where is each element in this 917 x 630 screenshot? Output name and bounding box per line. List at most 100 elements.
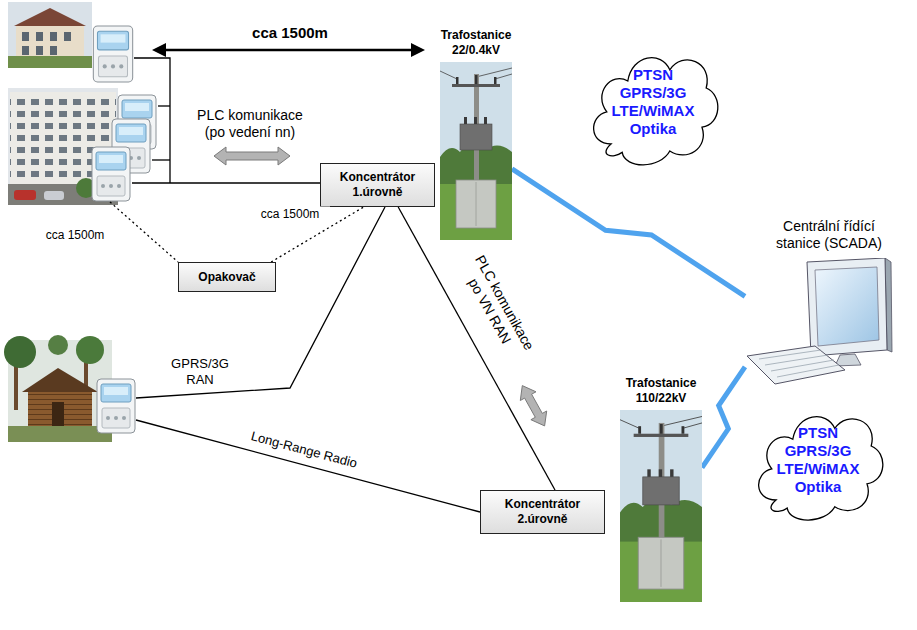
cabin-photo-part: [4, 336, 36, 368]
data-flow-arrow: [520, 386, 546, 426]
concentrator-box: Koncentrátor 2.úrovně: [480, 490, 605, 534]
box-content: Opakovač: [198, 270, 255, 285]
substation-photo: [620, 410, 702, 602]
computer-drawing-part: [807, 258, 887, 356]
dimension-arrow-part: [411, 43, 425, 57]
repeater-box: Opakovač: [178, 262, 276, 292]
wireless-link: [512, 169, 745, 297]
substation-photo-part: [475, 75, 478, 84]
villa-photo-part: [36, 32, 43, 41]
substation-photo-part: [661, 539, 662, 586]
dimension-arrow: [152, 43, 425, 57]
box-content: Koncentrátor 1.úrovně: [332, 170, 423, 200]
substation-photo-part: [476, 182, 477, 226]
substation-photo-part: [634, 434, 689, 437]
substation-photo-part: [484, 117, 487, 124]
electricity-meters-part: [97, 379, 135, 433]
dimension-label: cca 1500m: [225, 24, 355, 42]
station-heading: Centrální řídící stanice (SCADA): [765, 218, 893, 252]
substation-photo-part: [647, 469, 650, 477]
dimension-arrow-part: [164, 49, 413, 52]
substation-photo-part: [638, 537, 684, 589]
link-label: Long-Range Radio: [234, 424, 373, 475]
cabin-photo-part: [28, 392, 92, 426]
substation-photo-part: [464, 117, 467, 124]
substation-photo-part: [494, 77, 497, 84]
computer-drawing-part: [765, 355, 828, 365]
substation-node: Trafostanice 110/22kV: [620, 410, 702, 602]
network-cloud: PTSN GPRS/3G LTE/WiMAX Optika: [583, 32, 723, 172]
substation-photo-part: [683, 423, 702, 428]
villa-photo-part: [50, 46, 57, 55]
box-text: Opakovač: [198, 270, 255, 285]
substation-photo-part: [440, 71, 457, 79]
cabin-photo-part: [48, 335, 68, 355]
dimension-label: cca 1500m: [35, 228, 115, 243]
computer-drawing-part: [815, 267, 879, 346]
lv-wiring-part: [132, 182, 320, 183]
substation-photo-part: [643, 477, 679, 505]
substation-photo-part: [474, 117, 477, 124]
lv-wiring: [132, 58, 320, 183]
gprs-link: [136, 207, 385, 398]
computer-drawing-part: [771, 360, 834, 371]
box-text: Koncentrátor 1.úrovně: [332, 170, 423, 200]
data-flow-arrow: [214, 147, 290, 165]
substation-photo-part: [456, 77, 459, 84]
substation-heading: Trafostanice 110/22kV: [619, 376, 703, 406]
substation-photo-part: [670, 469, 673, 477]
link-label: PLC komunikace (po vedení nn): [190, 107, 310, 141]
substation-photo-part: [452, 84, 500, 87]
villa-photo-part: [22, 46, 29, 55]
dimension-label: cca 1500m: [250, 207, 330, 222]
villa-photo: [8, 2, 92, 68]
villa-photo-part: [14, 8, 86, 26]
substation-photo-part: [620, 410, 702, 602]
radio-link: [136, 420, 480, 512]
substation-node: Trafostanice 22/0.4kV: [440, 62, 512, 240]
substation-photo-part: [638, 426, 641, 434]
substation-photo-part: [682, 426, 685, 434]
repeater-link: [110, 202, 178, 262]
dimension-arrow-part: [152, 43, 166, 57]
substation-photo-part: [620, 420, 639, 429]
box-content: Koncentrátor 2.úrovně: [492, 497, 593, 527]
villa-photo-part: [50, 32, 57, 41]
cabin-photo-part: [22, 368, 98, 392]
substation-photo: [440, 62, 512, 240]
cabin-photo-part: [8, 426, 112, 442]
cabin-photo-part: [52, 402, 64, 426]
wireless-link: [702, 367, 745, 468]
computer-drawing-part: [777, 365, 839, 377]
villa-photo-part: [22, 32, 29, 41]
cabin-photo: [4, 335, 112, 442]
apartment-photo-part: [14, 190, 36, 200]
substation-photo-part: [440, 62, 512, 240]
substation-photo-part: [660, 424, 663, 434]
cabin-photo-part: [76, 336, 104, 364]
plc-link: [398, 207, 555, 490]
substation-photo-part: [460, 124, 492, 150]
cloud-text: PTSN GPRS/3G LTE/WiMAX Optika: [772, 424, 864, 496]
link-label: GPRS/3G RAN: [165, 356, 235, 388]
substation-photo-part: [659, 469, 662, 477]
villa-photo-part: [36, 46, 43, 55]
cloud-shape-part: [759, 417, 883, 520]
cloud-shape-part: [594, 58, 718, 165]
box-text: Koncentrátor 2.úrovně: [492, 497, 593, 527]
lv-wiring-part: [152, 159, 170, 160]
villa-photo-part: [64, 32, 71, 41]
substation-heading: Trafostanice 22/0.4kV: [434, 28, 518, 58]
substation-photo-part: [495, 74, 512, 79]
villa-photo-part: [8, 56, 92, 68]
link-label: PLC komunikace po VN RAN: [453, 247, 541, 368]
apartment-photo-part: [44, 191, 64, 200]
electricity-meters-part: [92, 147, 130, 201]
scada-station: Centrální řídící stanice (SCADA): [745, 258, 893, 386]
lv-wiring-part: [134, 58, 170, 183]
substation-photo-part: [456, 180, 496, 228]
villa-photo-part: [8, 2, 92, 68]
electricity-meters-part: [93, 26, 132, 82]
